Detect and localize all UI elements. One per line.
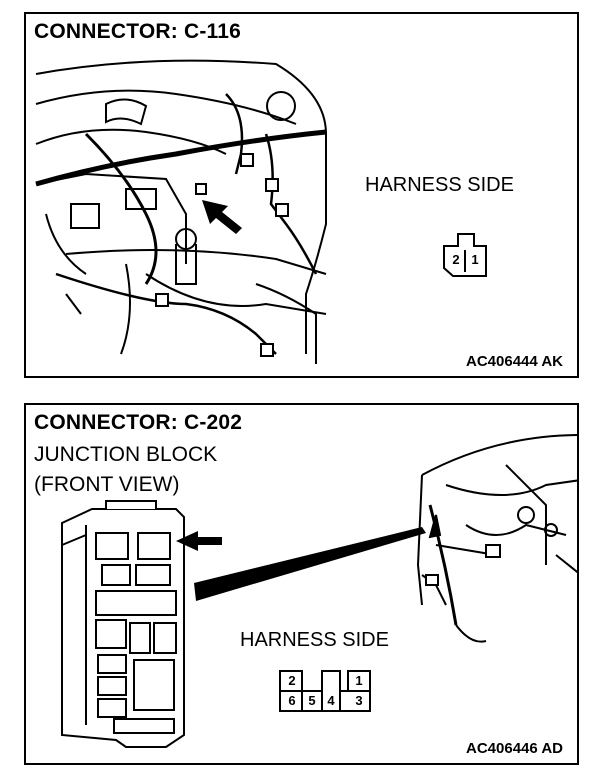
- dashboard-harness-illustration: [35, 59, 487, 364]
- c202-connector-shape: [279, 670, 371, 712]
- leader-wedge: [194, 527, 426, 601]
- connector-c116-panel: CONNECTOR: C-116 HARNESS SIDE 2 1 AC4064…: [24, 12, 579, 378]
- pin-2: 2: [288, 673, 296, 688]
- connector-title: CONNECTOR: C-116: [34, 20, 242, 43]
- junction-block-illustration: [61, 434, 577, 748]
- pin-1: 1: [355, 673, 363, 688]
- pin-1: 1: [471, 252, 479, 267]
- pin-5: 5: [308, 693, 316, 708]
- wiring-harness: [35, 93, 327, 357]
- c116-connector-shape: [443, 233, 487, 277]
- figure-code: AC406446 AD: [466, 740, 563, 757]
- location-arrow: [202, 200, 242, 234]
- junction-block: [61, 500, 185, 748]
- pin-3: 3: [355, 693, 363, 708]
- front-view-label: (FRONT VIEW): [34, 473, 180, 496]
- pin-2: 2: [452, 252, 460, 267]
- dashboard-side-view: [416, 434, 577, 643]
- harness-side-label: HARNESS SIDE: [365, 174, 514, 196]
- junction-block-label: JUNCTION BLOCK: [34, 443, 218, 466]
- connector-c202-panel: CONNECTOR: C-202 JUNCTION BLOCK (FRONT V…: [24, 403, 579, 765]
- pin-4: 4: [327, 693, 335, 708]
- dashboard-outline: [35, 59, 327, 364]
- connector-title: CONNECTOR: C-202: [34, 411, 243, 434]
- connector-arrow: [176, 531, 222, 551]
- harness-side-label: HARNESS SIDE: [240, 629, 389, 651]
- figure-code: AC406444 AK: [466, 353, 563, 370]
- pin-6: 6: [288, 693, 296, 708]
